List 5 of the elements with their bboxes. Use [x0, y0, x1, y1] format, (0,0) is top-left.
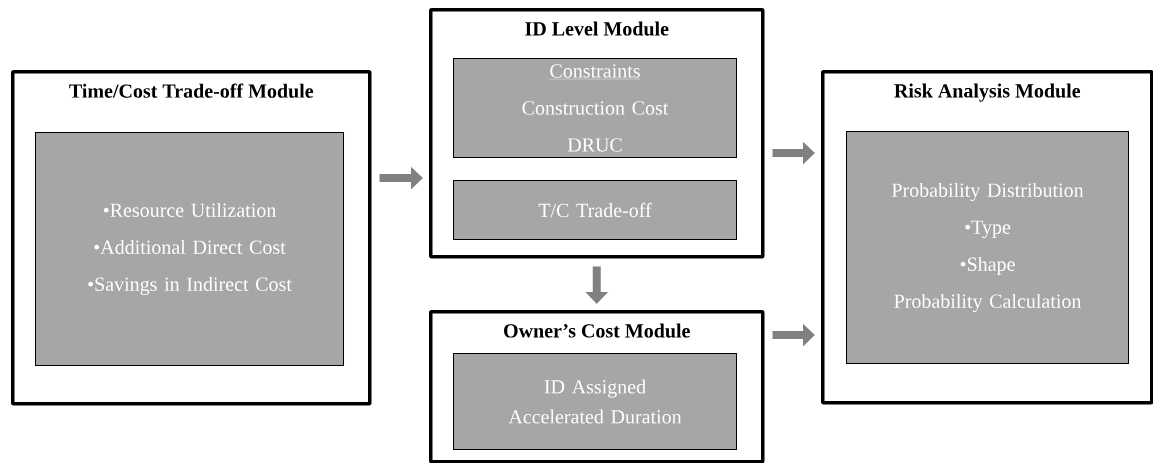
text-box: •Resource Utilization •Additional Direct Cost •Savings in Indirect Cost [35, 132, 344, 366]
text-box: Constraints Construction Cost DRUC [453, 58, 737, 158]
text-box: Probability Distribution •Type •Shape Probability Calculation [846, 131, 1129, 364]
text-box: T/C Trade-off [453, 180, 737, 240]
text-box: ID Assigned Accelerated Duration [453, 353, 737, 450]
